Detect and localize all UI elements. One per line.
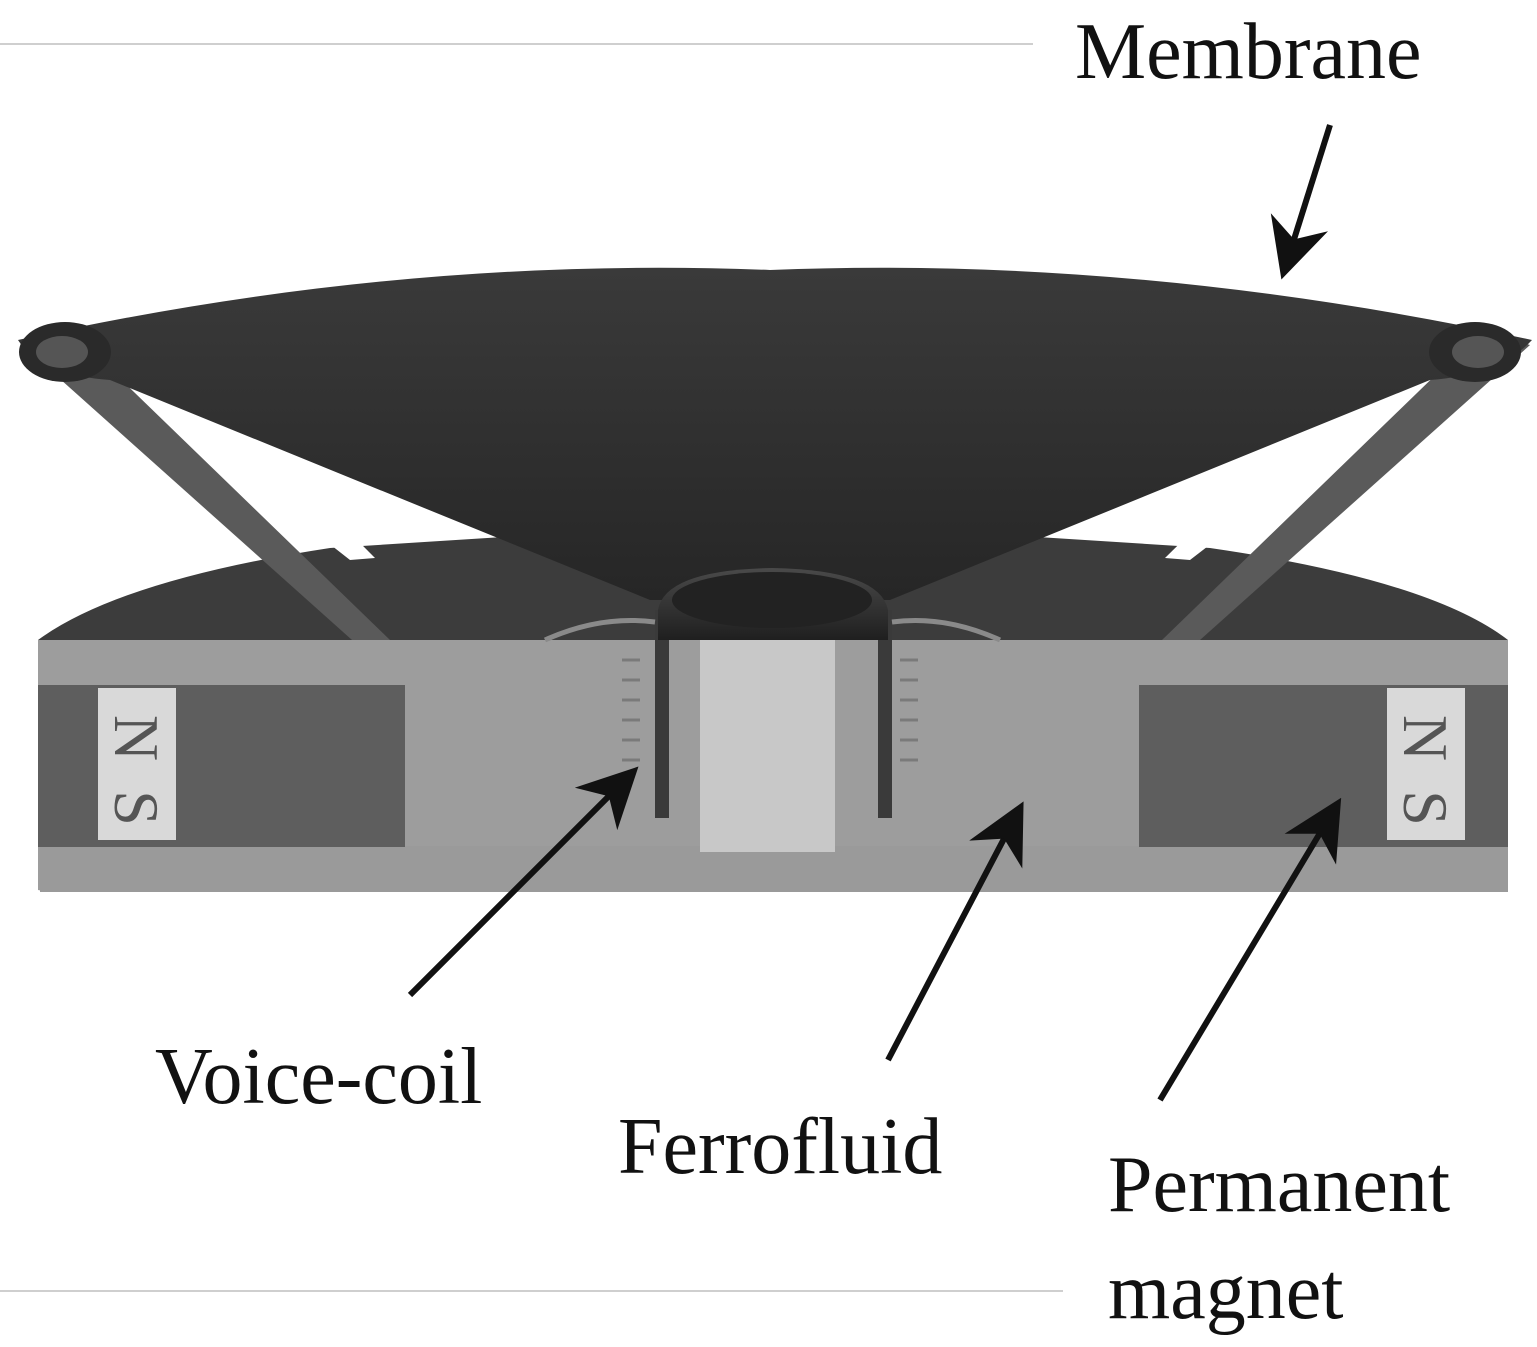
right-surround-arm: [1162, 330, 1530, 640]
voice-coil-right-wall: [878, 610, 892, 818]
membrane-cone: [18, 267, 1532, 600]
right-opening: [1165, 420, 1365, 560]
right-magnet-south-label: S: [1390, 790, 1461, 826]
left-rim-tube-hole: [36, 336, 88, 368]
dust-cap-top: [672, 572, 872, 628]
ferrofluid-arrow: [885, 801, 1024, 1062]
center-pole-piece: [700, 630, 835, 852]
right-rim-tube-hole: [1452, 336, 1504, 368]
permanent-magnet-arrow: [1157, 797, 1342, 1102]
membrane-label: Membrane: [1075, 8, 1422, 96]
left-opening: [178, 420, 375, 560]
spider-left: [543, 618, 656, 643]
left-magnet-south-label: S: [101, 790, 172, 826]
ferrofluid-label: Ferrofluid: [618, 1103, 942, 1191]
permanent-magnet-label-line1: Permanent: [1108, 1141, 1450, 1229]
right-magnet-north-label: N: [1390, 715, 1461, 761]
left-magnet-north-label: N: [101, 715, 172, 761]
spider-right: [891, 618, 1002, 643]
membrane-arrow: [1270, 124, 1333, 280]
right-pole-label-box: [1387, 688, 1465, 840]
base-bottom-strip: [40, 846, 1508, 892]
voice-coil-arrow: [407, 766, 639, 998]
left-surround-arm: [22, 330, 390, 640]
voice-coil-windings: [622, 658, 918, 762]
permanent-magnet-label-line2: magnet: [1108, 1248, 1343, 1336]
voice-coil-label: Voice-coil: [155, 1033, 482, 1121]
voice-coil-left-wall: [655, 610, 669, 818]
left-permanent-magnet: [38, 685, 405, 847]
left-pole-label-box: [98, 688, 176, 840]
